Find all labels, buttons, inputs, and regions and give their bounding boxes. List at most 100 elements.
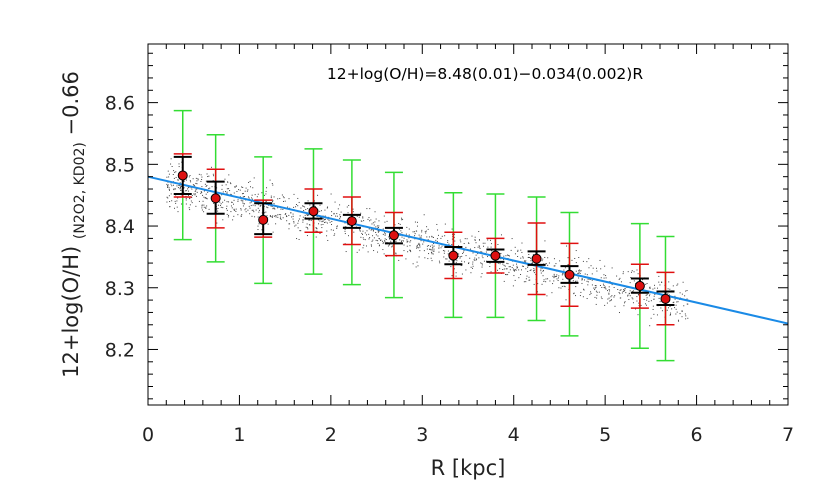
scatter-dot: [507, 254, 509, 256]
scatter-dot: [621, 292, 623, 294]
scatter-dot: [586, 280, 588, 282]
scatter-dot: [553, 275, 555, 277]
scatter-dot: [232, 203, 234, 205]
scatter-dot: [540, 270, 542, 272]
scatter-dot: [384, 234, 386, 236]
scatter-dot: [176, 185, 178, 187]
scatter-dot: [274, 215, 276, 217]
scatter-dot: [503, 268, 505, 270]
scatter-dot: [188, 176, 190, 178]
scatter-dot: [558, 275, 560, 277]
scatter-dot: [506, 262, 508, 264]
scatter-dot: [400, 230, 402, 232]
scatter-dot: [245, 187, 247, 189]
scatter-dot: [247, 209, 249, 211]
scatter-dot: [173, 170, 175, 172]
scatter-dot: [359, 228, 361, 230]
fit-line: [147, 175, 789, 325]
scatter-dot: [275, 214, 277, 216]
scatter-dot: [608, 289, 610, 291]
scatter-dot: [544, 256, 546, 258]
scatter-dot: [436, 238, 438, 240]
scatter-dot: [180, 189, 182, 191]
scatter-dot: [385, 239, 387, 241]
scatter-dot: [623, 290, 625, 292]
scatter-dot: [608, 286, 610, 288]
scatter-dot: [462, 252, 464, 254]
scatter-dot: [674, 298, 676, 300]
scatter-dot: [318, 223, 320, 225]
scatter-dot: [608, 293, 610, 295]
scatter-dot: [191, 195, 193, 197]
scatter-dot: [362, 247, 364, 249]
scatter-dot: [235, 210, 237, 212]
scatter-dot: [192, 178, 194, 180]
scatter-dot: [669, 305, 671, 307]
scatter-dot: [451, 244, 453, 246]
scatter-dot: [618, 278, 620, 280]
scatter-dot: [389, 237, 391, 239]
scatter-dot: [324, 209, 326, 211]
scatter-dot: [487, 246, 489, 248]
scatter-dot: [345, 251, 347, 253]
scatter-dot: [336, 226, 338, 228]
scatter-dot: [653, 313, 655, 315]
scatter-dot: [364, 239, 366, 241]
scatter-dot: [551, 292, 553, 294]
scatter-dot: [230, 205, 232, 207]
scatter-dot: [596, 297, 598, 299]
scatter-dot: [412, 231, 414, 233]
scatter-dot: [298, 218, 300, 220]
scatter-dot: [169, 201, 171, 203]
scatter-dot: [226, 209, 228, 211]
scatter-dot: [205, 206, 207, 208]
scatter-dot: [258, 204, 260, 206]
scatter-dot: [687, 317, 689, 319]
scatter-dot: [292, 218, 294, 220]
scatter-dot: [529, 269, 531, 271]
scatter-dot: [636, 269, 638, 271]
scatter-dot: [611, 295, 613, 297]
scatter-dot: [412, 263, 414, 265]
scatter-dot: [201, 205, 203, 207]
scatter-dot: [166, 196, 168, 198]
scatter-dot: [660, 307, 662, 309]
scatter-dot: [649, 325, 651, 327]
scatter-dot: [453, 236, 455, 238]
scatter-dot: [648, 295, 650, 297]
scatter-dot: [505, 274, 507, 276]
scatter-dot: [540, 268, 542, 270]
data-point: [448, 250, 459, 261]
scatter-dot: [552, 283, 554, 285]
scatter-dot: [408, 237, 410, 239]
scatter-dot: [627, 294, 629, 296]
scatter-dot: [513, 270, 515, 272]
scatter-dot: [372, 239, 374, 241]
scatter-dot: [243, 203, 245, 205]
scatter-dot: [250, 186, 252, 188]
scatter-dot: [558, 287, 560, 289]
scatter-dot: [270, 205, 272, 207]
scatter-dot: [293, 193, 295, 195]
scatter-dot: [478, 246, 480, 248]
scatter-dot: [574, 257, 576, 259]
scatter-dot: [685, 318, 687, 320]
scatter-dot: [623, 305, 625, 307]
scatter-dot: [426, 226, 428, 228]
scatter-dot: [402, 218, 404, 220]
scatter-dot: [254, 205, 256, 207]
scatter-dot: [666, 309, 668, 311]
scatter-dot: [611, 284, 613, 286]
scatter-dot: [679, 292, 681, 294]
scatter-dot: [604, 304, 606, 306]
scatter-dot: [166, 201, 168, 203]
scatter-dot: [206, 173, 208, 175]
scatter-dot: [315, 236, 317, 238]
scatter-dot: [622, 273, 624, 275]
scatter-dot: [322, 223, 324, 225]
scatter-dot: [205, 207, 207, 209]
scatter-dot: [200, 174, 202, 176]
scatter-dot: [213, 202, 215, 204]
scatter-dot: [175, 188, 177, 190]
